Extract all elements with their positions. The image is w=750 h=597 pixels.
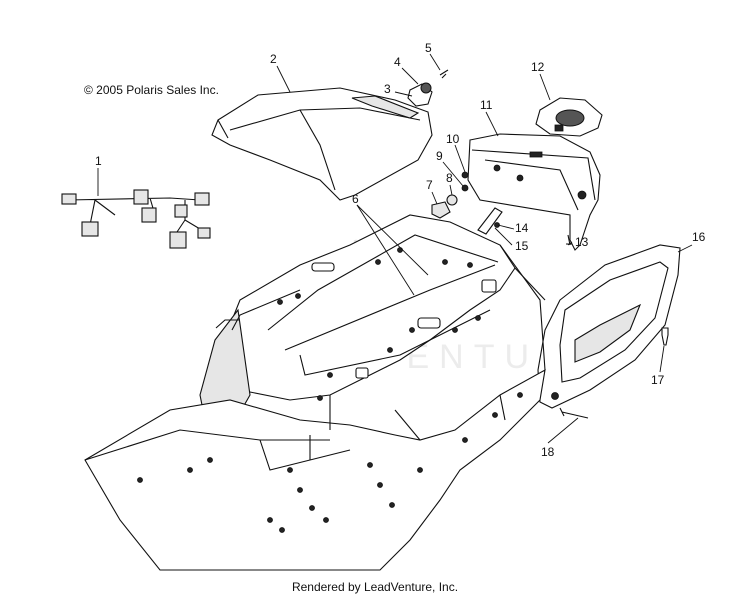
callout-12: 12 bbox=[531, 60, 545, 74]
callout-11: 11 bbox=[480, 98, 493, 112]
tail-light-part bbox=[535, 97, 603, 137]
storage-housing-part bbox=[467, 133, 601, 251]
seat-cover-part bbox=[211, 87, 433, 201]
callout-4: 4 bbox=[394, 55, 401, 69]
side-panel-part bbox=[537, 244, 681, 409]
wiring-harness-part bbox=[61, 189, 211, 249]
callout-3: 3 bbox=[384, 82, 391, 96]
callout-14: 14 bbox=[515, 221, 529, 235]
callout-5: 5 bbox=[425, 41, 432, 55]
bolt-part bbox=[559, 407, 589, 419]
latch-assembly-part bbox=[407, 69, 449, 107]
push-pin-part bbox=[661, 327, 669, 346]
callout-labels: 1 2 3 4 5 6 7 8 9 10 11 12 13 14 15 16 1… bbox=[95, 41, 706, 459]
bracket-part bbox=[477, 207, 503, 235]
chassis-tunnel-part bbox=[84, 214, 546, 571]
callout-8: 8 bbox=[446, 171, 453, 185]
footer-text: Rendered by LeadVenture, Inc. bbox=[292, 580, 458, 594]
copyright-text: © 2005 Polaris Sales Inc. bbox=[84, 83, 219, 97]
callout-6: 6 bbox=[352, 192, 359, 206]
callout-9: 9 bbox=[436, 149, 443, 163]
callout-17: 17 bbox=[651, 373, 665, 387]
leader-lines bbox=[97, 53, 693, 444]
callout-1: 1 bbox=[95, 154, 102, 168]
callout-2: 2 bbox=[270, 52, 277, 66]
callout-18: 18 bbox=[541, 445, 555, 459]
callout-15: 15 bbox=[515, 239, 529, 253]
callout-16: 16 bbox=[692, 230, 706, 244]
callout-10: 10 bbox=[446, 132, 460, 146]
callout-13: 13 bbox=[575, 235, 589, 249]
callout-7: 7 bbox=[426, 178, 433, 192]
